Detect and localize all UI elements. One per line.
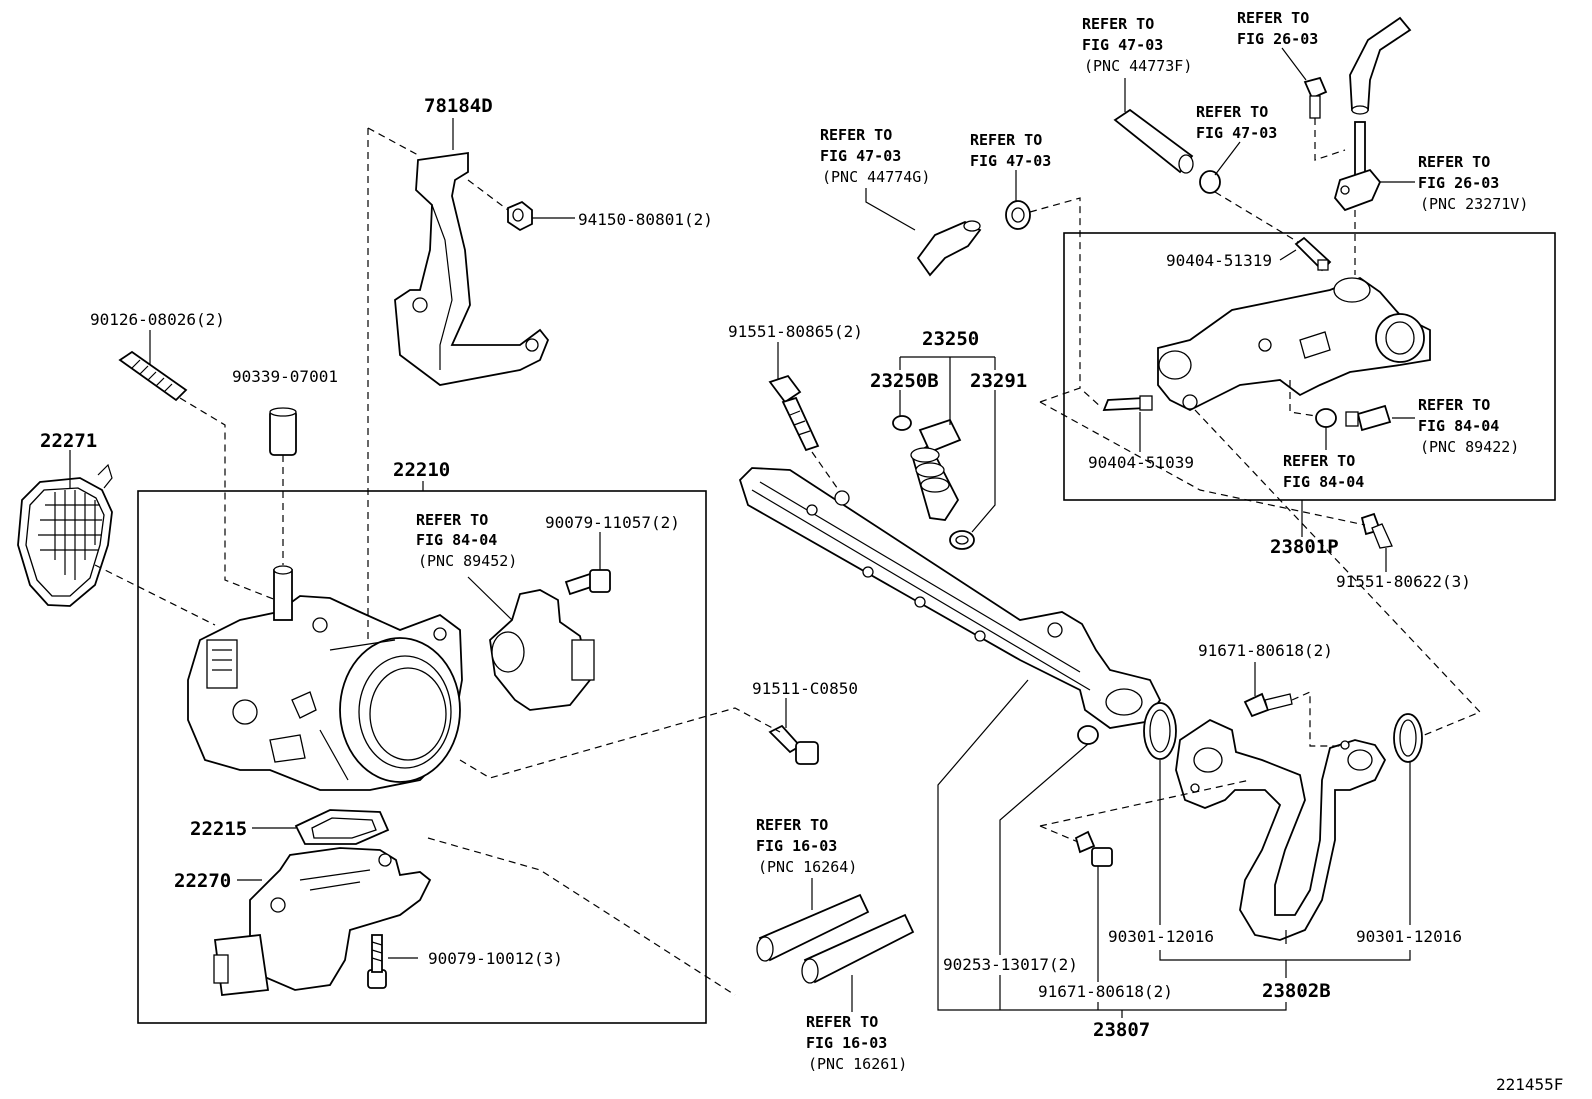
label-refer-26-03-a-l1: REFER TO xyxy=(1237,9,1309,27)
label-refer-84-04-a-l2: FIG 84-04 xyxy=(416,531,497,549)
label-23250: 23250 xyxy=(922,328,979,350)
grommet-90253-13017[interactable] xyxy=(1077,725,1099,745)
clamp-fig-47-03-left[interactable] xyxy=(1005,200,1031,230)
label-22270: 22270 xyxy=(174,870,231,892)
label-90404-51319: 90404-51319 xyxy=(1166,251,1272,270)
label-refer-47-03-a-l1: REFER TO xyxy=(820,126,892,144)
pipe-pnc-16261[interactable] xyxy=(801,913,915,984)
gasket-90301-12016-left[interactable] xyxy=(1143,702,1177,760)
label-90126-08026: 90126-08026(2) xyxy=(90,310,225,329)
label-22215: 22215 xyxy=(190,818,247,840)
figure-code: 221455F xyxy=(1496,1075,1563,1094)
label-refer-47-03-c-l2: FIG 47-03 xyxy=(1082,36,1163,54)
label-94150-80801: 94150-80801(2) xyxy=(578,210,713,229)
hose-pnc-44773F[interactable] xyxy=(1113,108,1194,174)
bolt-fig-26-03[interactable] xyxy=(1303,76,1328,119)
label-23250B: 23250B xyxy=(870,370,939,392)
collar-90339-07001[interactable] xyxy=(269,407,297,456)
bolt-91511-C0850[interactable] xyxy=(768,724,819,765)
label-refer-16-03-b-l3: (PNC 16261) xyxy=(808,1055,907,1073)
screw-90079-11057[interactable] xyxy=(564,569,611,596)
throttle-position-sensor-ref[interactable] xyxy=(489,589,595,711)
stud-90126-08026[interactable] xyxy=(118,350,188,402)
label-refer-84-04-b-l3: (PNC 89422) xyxy=(1420,438,1519,456)
label-refer-84-04-b-l1: REFER TO xyxy=(1418,396,1490,414)
label-91511-C0850: 91511-C0850 xyxy=(752,679,858,698)
label-refer-26-03-b-l3: (PNC 23271V) xyxy=(1420,195,1528,213)
clamp-fig-47-03-right[interactable] xyxy=(1199,170,1221,194)
throttle-body-22210[interactable] xyxy=(187,565,463,791)
label-refer-84-04-c-l1: REFER TO xyxy=(1283,452,1355,470)
label-refer-16-03-a-l2: FIG 16-03 xyxy=(756,837,837,855)
label-23801P: 23801P xyxy=(1270,536,1339,558)
nut-94150-80801[interactable] xyxy=(507,200,533,232)
label-90253-13017: 90253-13017(2) xyxy=(943,955,1078,974)
label-91551-80865: 91551-80865(2) xyxy=(728,322,863,341)
sensor-pnc-89422[interactable] xyxy=(1345,404,1392,432)
union-bolt-90404-51319[interactable] xyxy=(1294,236,1332,272)
injector-23250[interactable] xyxy=(910,418,962,521)
label-refer-16-03-b-l2: FIG 16-03 xyxy=(806,1034,887,1052)
label-90404-51039: 90404-51039 xyxy=(1088,453,1194,472)
label-refer-84-04-c-l2: FIG 84-04 xyxy=(1283,473,1364,491)
label-90301-12016-right: 90301-12016 xyxy=(1356,927,1462,946)
label-refer-84-04-a-l1: REFER TO xyxy=(416,511,488,529)
fuel-pressure-regulator-box xyxy=(1063,232,1556,501)
label-refer-47-03-a-l3: (PNC 44774G) xyxy=(822,168,930,186)
idle-air-control-valve-22270[interactable] xyxy=(213,847,432,996)
flange-pnc-23271V[interactable] xyxy=(1334,168,1382,212)
throttle-body-box xyxy=(137,490,707,1024)
fuel-delivery-pipe-23807[interactable] xyxy=(738,467,1162,729)
label-refer-84-04-a-l3: (PNC 89452) xyxy=(418,552,517,570)
label-refer-47-03-c-l1: REFER TO xyxy=(1082,15,1154,33)
label-refer-47-03-d-l2: FIG 47-03 xyxy=(1196,124,1277,142)
bolt-91551-80865[interactable] xyxy=(768,374,820,452)
label-refer-26-03-b-l1: REFER TO xyxy=(1418,153,1490,171)
fuel-pipe-23802B[interactable] xyxy=(1175,718,1387,941)
label-refer-26-03-a-l2: FIG 26-03 xyxy=(1237,30,1318,48)
hose-fig-26-03[interactable] xyxy=(1349,16,1412,178)
label-23807: 23807 xyxy=(1093,1019,1150,1041)
union-bolt-90404-51039[interactable] xyxy=(1102,395,1153,411)
bolt-91551-80622[interactable] xyxy=(1360,512,1393,549)
label-refer-47-03-b-l2: FIG 47-03 xyxy=(970,152,1051,170)
bracket-78184D[interactable] xyxy=(394,151,550,386)
label-22210: 22210 xyxy=(393,459,450,481)
bolt-91671-80618-upper[interactable] xyxy=(1243,692,1293,718)
screw-90079-10012[interactable] xyxy=(367,934,387,989)
label-90339-07001: 90339-07001 xyxy=(232,367,338,386)
label-refer-47-03-d-l1: REFER TO xyxy=(1196,103,1268,121)
label-refer-47-03-b-l1: REFER TO xyxy=(970,131,1042,149)
label-23802B: 23802B xyxy=(1262,980,1331,1002)
label-91551-80622: 91551-80622(3) xyxy=(1336,572,1471,591)
label-23291: 23291 xyxy=(970,370,1027,392)
label-refer-26-03-b-l2: FIG 26-03 xyxy=(1418,174,1499,192)
label-91671-80618-lower: 91671-80618(2) xyxy=(1038,982,1173,1001)
label-refer-16-03-a-l3: (PNC 16264) xyxy=(758,858,857,876)
pipe-pnc-16264[interactable] xyxy=(756,893,870,962)
label-91671-80618-upper: 91671-80618(2) xyxy=(1198,641,1333,660)
label-90079-10012: 90079-10012(3) xyxy=(428,949,563,968)
insulator-23291[interactable] xyxy=(949,530,975,550)
label-refer-16-03-b-l1: REFER TO xyxy=(806,1013,878,1031)
gasket-90301-12016-right[interactable] xyxy=(1393,713,1423,763)
bolt-91671-80618-lower[interactable] xyxy=(1074,830,1113,867)
label-refer-47-03-c-l3: (PNC 44773F) xyxy=(1084,57,1192,75)
label-refer-84-04-b-l2: FIG 84-04 xyxy=(1418,417,1499,435)
leader-lines xyxy=(69,47,1482,1018)
gasket-22271[interactable] xyxy=(17,463,113,607)
gasket-22215[interactable] xyxy=(294,809,390,845)
label-78184D: 78184D xyxy=(424,95,493,117)
hose-pnc-44774G[interactable] xyxy=(916,220,982,277)
label-refer-47-03-a-l2: FIG 47-03 xyxy=(820,147,901,165)
label-refer-16-03-a-l1: REFER TO xyxy=(756,816,828,834)
o-ring-fig-84-04[interactable] xyxy=(1315,408,1337,428)
label-22271: 22271 xyxy=(40,430,97,452)
o-ring-23250B[interactable] xyxy=(892,415,912,431)
label-90079-11057: 90079-11057(2) xyxy=(545,513,680,532)
pressure-regulator-23801P[interactable] xyxy=(1157,276,1431,412)
label-90301-12016-left: 90301-12016 xyxy=(1108,927,1214,946)
